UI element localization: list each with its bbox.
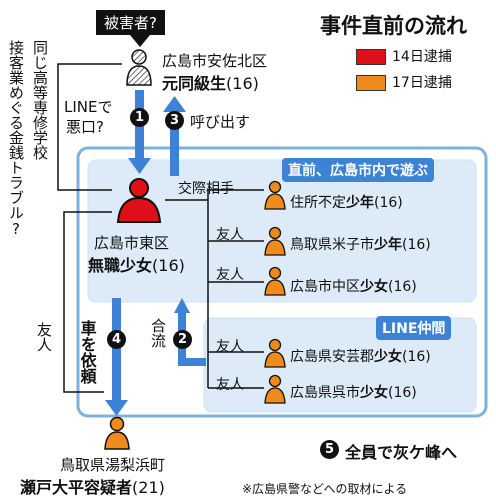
victim-role: 元同級生 [162, 74, 227, 93]
legend-swatch-red [356, 49, 386, 65]
step1-text-a: LINEで [64, 98, 113, 116]
member-role: 少年 [346, 195, 374, 211]
victim-place: 広島市安佐北区 [162, 52, 268, 70]
person-icon [264, 180, 286, 210]
member-label: 住所不定少年(16) [290, 192, 403, 212]
victim-label: 元同級生(16) [162, 70, 259, 94]
victim-person-icon [126, 49, 152, 86]
legend-swatch-orange [356, 75, 386, 91]
center-person-icon [116, 178, 162, 223]
member-label: 鳥取県米子市少年(16) [290, 234, 431, 254]
member-role: 少女 [360, 279, 388, 295]
source-note: ※広島県警などへの取材による [242, 482, 408, 496]
step2-badge: 2 [173, 330, 192, 349]
legend-label-17: 17日逮捕 [392, 75, 452, 91]
suspect-age: (21) [132, 478, 165, 497]
person-icon [264, 374, 286, 404]
arrow-2 [178, 310, 206, 366]
member-age: (16) [402, 237, 431, 253]
step4-text: 車を依頼 [77, 320, 97, 384]
step3-badge: 3 [165, 111, 184, 130]
center-label: 無職少女(16) [88, 252, 185, 276]
step1-text-b: 悪口? [66, 118, 104, 136]
member-relation: 友人 [216, 227, 244, 243]
member-age: (16) [402, 349, 431, 365]
member-place: 鳥取県米子市 [290, 237, 374, 253]
legend-item-14: 14日逮捕 [356, 46, 452, 66]
members-tree [165, 189, 264, 389]
outer-panel [76, 146, 488, 418]
member-age: (16) [388, 385, 417, 401]
member-relation: 交際相手 [178, 181, 234, 197]
school-bracket [57, 63, 122, 191]
victim-tag: 被害者? [96, 10, 165, 35]
group2-title: LINE仲間 [376, 316, 452, 340]
member-role: 少女 [360, 385, 388, 401]
member-relation: 友人 [216, 339, 244, 355]
member-age: (16) [388, 279, 417, 295]
center-age: (16) [152, 256, 185, 275]
suspect-place: 鳥取県湯梨浜町 [60, 456, 166, 474]
friend-bracket [63, 211, 112, 393]
center-place: 広島市東区 [94, 234, 170, 252]
suspect-label: 瀬戸大平容疑者(21) [20, 474, 165, 498]
step3-text: 呼び出す [190, 113, 251, 131]
step1-badge: 1 [130, 108, 149, 127]
person-icon [264, 338, 286, 368]
suspect-role: 瀬戸大平容疑者 [20, 478, 133, 497]
diagram-title: 事件直前の流れ [320, 14, 467, 38]
side-note-trouble: 接客業めぐる金銭トラブル? [7, 40, 25, 238]
arrow-3 [163, 96, 186, 112]
member-relation: 友人 [216, 267, 244, 283]
step4-badge: 4 [107, 330, 126, 349]
member-place: 広島県呉市 [290, 385, 360, 401]
member-place: 広島県安芸郡 [290, 349, 374, 365]
victim-age: (16) [226, 74, 259, 93]
person-icon [264, 266, 286, 296]
arrow-1 [128, 158, 151, 174]
step5-badge: 5 [320, 440, 339, 459]
legend-item-17: 17日逮捕 [356, 72, 452, 92]
member-label: 広島県安芸郡少女(16) [290, 346, 431, 366]
step2-text: 合流 [149, 318, 167, 348]
member-place: 住所不定 [290, 195, 346, 211]
arrow-4 [105, 400, 128, 416]
member-place: 広島市中区 [290, 279, 360, 295]
person-icon [264, 226, 286, 256]
victim-arrow-icon [130, 35, 150, 47]
suspect-person-icon [104, 416, 130, 450]
friend-label: 友人 [35, 322, 53, 352]
legend-label-14: 14日逮捕 [392, 49, 452, 65]
center-role: 無職少女 [88, 256, 153, 275]
member-age: (16) [374, 195, 403, 211]
member-label: 広島市中区少女(16) [290, 276, 417, 296]
member-label: 広島県呉市少女(16) [290, 382, 417, 402]
member-relation: 友人 [216, 377, 244, 393]
member-role: 少女 [374, 349, 402, 365]
group1-title: 直前、広島市内で遊ぶ [282, 158, 434, 182]
member-role: 少年 [374, 237, 402, 253]
side-note-school: 同じ高等専修学校 [31, 40, 49, 160]
step5-text: 全員で灰ケ峰へ [345, 443, 458, 462]
